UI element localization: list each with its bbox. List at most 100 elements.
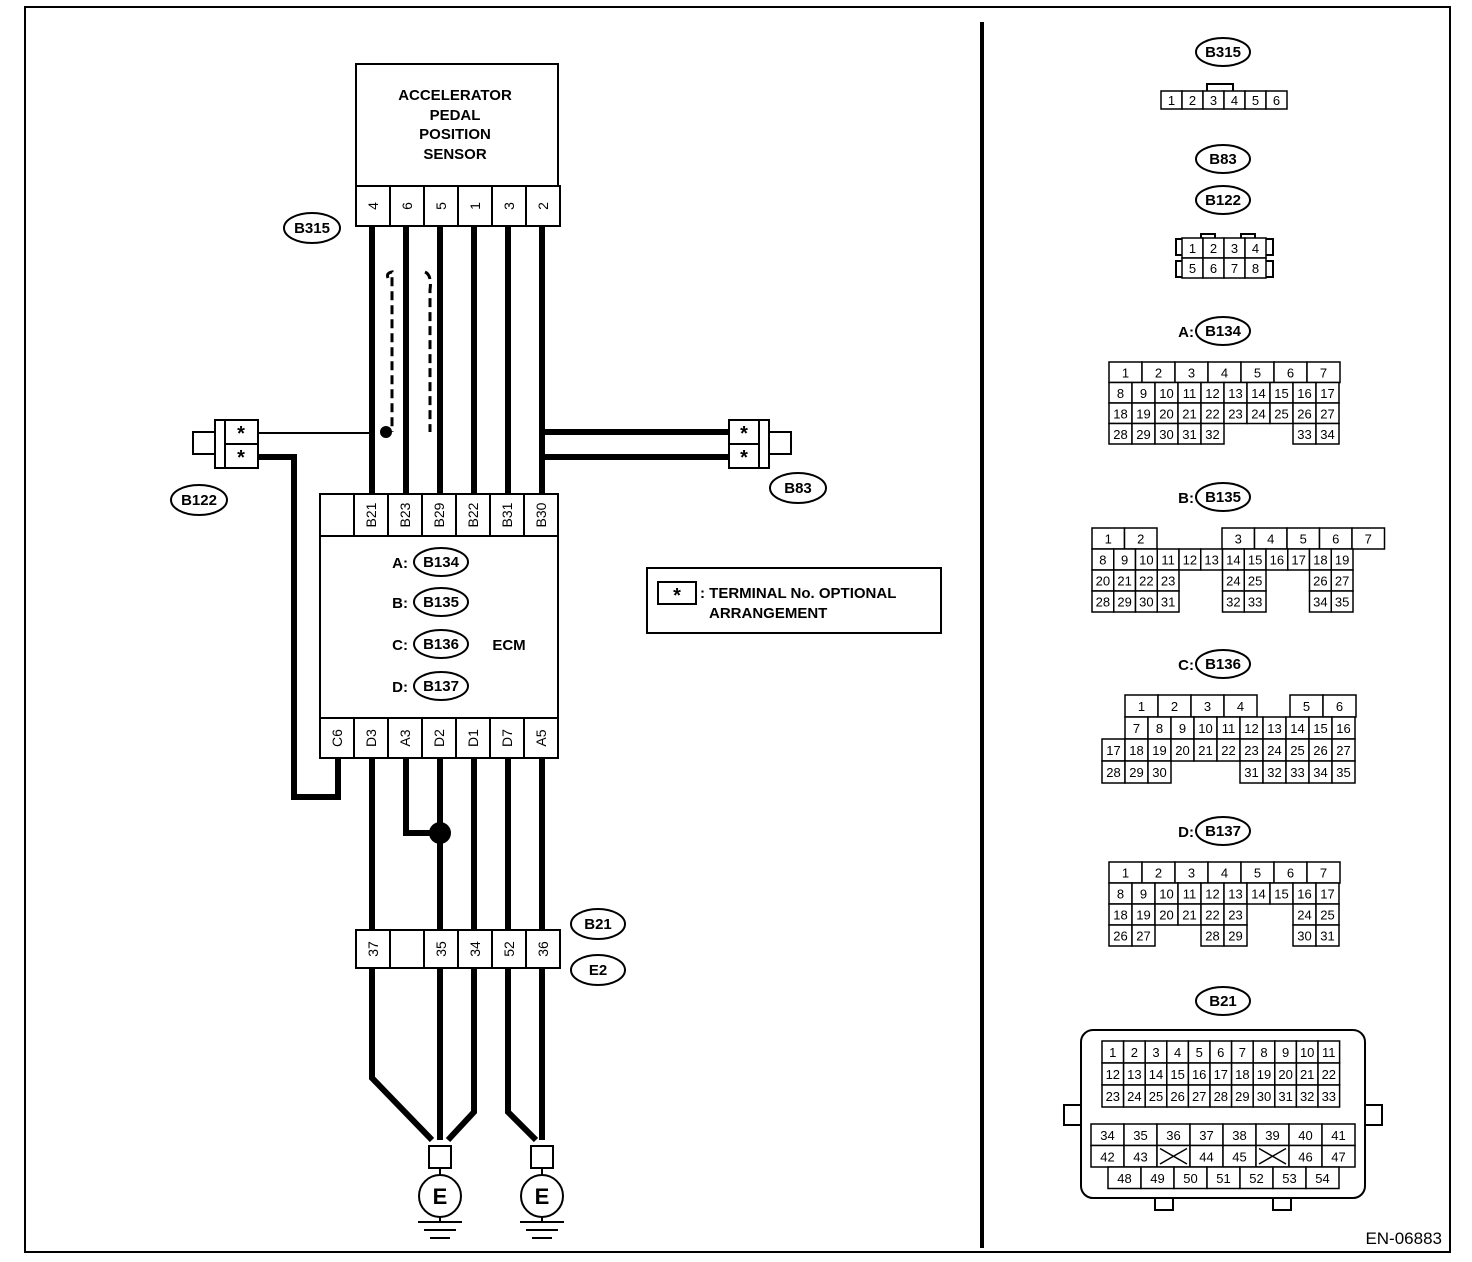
shield-splice [380, 426, 392, 438]
face-b135-pin: 25 [1248, 574, 1262, 589]
ecm-bottom-pin-cell [489, 717, 525, 759]
face-b137-pin: 2 [1155, 866, 1162, 881]
sensor-pin-label: 6 [399, 202, 415, 210]
face-b134-pin: 19 [1136, 406, 1150, 421]
face-b315-pin: 5 [1252, 93, 1259, 108]
b122-star-2: * [237, 447, 245, 469]
face-b21-upper-pin: 20 [1278, 1067, 1292, 1082]
face-b137-pin: 22 [1205, 908, 1219, 923]
face-b135-pin: 20 [1096, 574, 1110, 589]
oval-b83: B83 [769, 472, 827, 504]
face-b137-pin: 10 [1159, 887, 1173, 902]
ecm-top-pin-label: B31 [499, 502, 515, 527]
svg-text:B136: B136 [1205, 656, 1241, 673]
joint-pin-label: 35 [433, 941, 449, 957]
face-b137-pin: 13 [1228, 887, 1242, 902]
face-b134-pin: 30 [1159, 427, 1173, 442]
face-b21-title: B21 [1195, 986, 1251, 1016]
face-b134-pin: 5 [1254, 365, 1261, 380]
face-b21-upper-pin: 19 [1257, 1067, 1271, 1082]
face-b122-cell [1244, 257, 1267, 279]
face-b134-title: A: B134 [1178, 316, 1251, 346]
face-b135-pin: 17 [1291, 553, 1305, 568]
ecm-bottom-pin-label: D2 [431, 729, 447, 747]
ecm-top-pin-cell [421, 493, 457, 537]
face-b135-pin: 19 [1335, 553, 1349, 568]
face-b21-upper-pin: 25 [1149, 1089, 1163, 1104]
face-b136-pin: 6 [1336, 699, 1343, 714]
legend-line-1: : TERMINAL No. OPTIONAL [700, 585, 896, 602]
face-b21-upper-pin: 7 [1239, 1045, 1246, 1060]
face-b134-pin: 27 [1320, 406, 1334, 421]
face-b135-pin: 12 [1183, 553, 1197, 568]
ecm-top-pin-label: B30 [533, 502, 549, 527]
face-b135-pin: 32 [1226, 595, 1240, 610]
face-b134-pin: 28 [1113, 427, 1127, 442]
oval-b315: B315 [283, 212, 341, 244]
face-b21-lower-pin: 49 [1150, 1171, 1164, 1186]
ecm-bottom-pin-label: A5 [533, 729, 549, 746]
shield-line [386, 270, 432, 432]
ecm-label: ECM [492, 637, 525, 654]
face-b135-pin: 31 [1161, 595, 1175, 610]
face-b134-pin: 9 [1140, 386, 1147, 401]
face-b137-pin: 21 [1182, 908, 1196, 923]
face-b122-pin: 1 [1189, 241, 1196, 256]
face-b21-upper-pin: 23 [1106, 1089, 1120, 1104]
ecm-top-pin-label: B23 [397, 502, 413, 527]
face-b134-pin: 4 [1221, 365, 1228, 380]
ecm-bottom-pin-cell [523, 717, 559, 759]
face-b136-pin: 23 [1244, 743, 1258, 758]
face-b122-pin: 5 [1189, 261, 1196, 276]
face-b134-pin: 8 [1117, 386, 1124, 401]
face-b135-cell [1330, 590, 1354, 613]
sensor-pin-label: 5 [433, 202, 449, 210]
face-b135-pin: 11 [1161, 553, 1175, 568]
face-b21-lower-pin: 54 [1315, 1171, 1329, 1186]
joint-pin-cell [389, 929, 425, 969]
ecm-connector-c: C: B136 [392, 629, 469, 659]
face-b136-pin: 29 [1129, 765, 1143, 780]
svg-text:B134: B134 [1205, 323, 1242, 340]
face-b21-lower-pin: 47 [1331, 1149, 1345, 1164]
face-b137-pin: 5 [1254, 866, 1261, 881]
face-b134-pin: 13 [1228, 386, 1242, 401]
face-b21-upper-pin: 33 [1322, 1089, 1336, 1104]
svg-text:D:: D: [392, 679, 408, 696]
joint-pin-cell [457, 929, 493, 969]
face-b136-pin: 10 [1198, 721, 1212, 736]
face-b137-pin: 25 [1320, 908, 1334, 923]
face-b21-lower-blocked-cell [1258, 1147, 1287, 1165]
face-b137-pin: 23 [1228, 908, 1242, 923]
ecm-bottom-pin-cell [387, 717, 423, 759]
face-b134-pin: 23 [1228, 406, 1242, 421]
face-b136-pin: 35 [1336, 765, 1350, 780]
face-b136-pin: 17 [1106, 743, 1120, 758]
face-b315-pin: 4 [1231, 93, 1238, 108]
face-b137-pin: 14 [1251, 887, 1265, 902]
face-b21-upper-pin: 27 [1192, 1089, 1206, 1104]
face-b21-upper-pin: 24 [1127, 1089, 1141, 1104]
face-b135-pin: 13 [1204, 553, 1218, 568]
face-b134-pin: 26 [1297, 406, 1311, 421]
face-b134-pin: 33 [1297, 427, 1311, 442]
sensor-title-2: PEDAL [430, 107, 481, 124]
svg-text:B122: B122 [181, 492, 217, 509]
face-b136-pin: 18 [1129, 743, 1143, 758]
face-b136-pin: 30 [1152, 765, 1166, 780]
face-b21-upper-pin: 2 [1131, 1045, 1138, 1060]
face-b136-pin: 20 [1175, 743, 1189, 758]
face-b137-pin: 6 [1287, 866, 1294, 881]
face-b21-lower-blocked-cell [1159, 1147, 1188, 1165]
face-b137-pin: 31 [1320, 929, 1334, 944]
face-b136-pin: 3 [1204, 699, 1211, 714]
face-b21-upper-pin: 17 [1214, 1067, 1228, 1082]
face-b135-pin: 23 [1161, 574, 1175, 589]
svg-text:B122: B122 [1205, 192, 1241, 209]
face-b137-pin: 7 [1320, 866, 1327, 881]
